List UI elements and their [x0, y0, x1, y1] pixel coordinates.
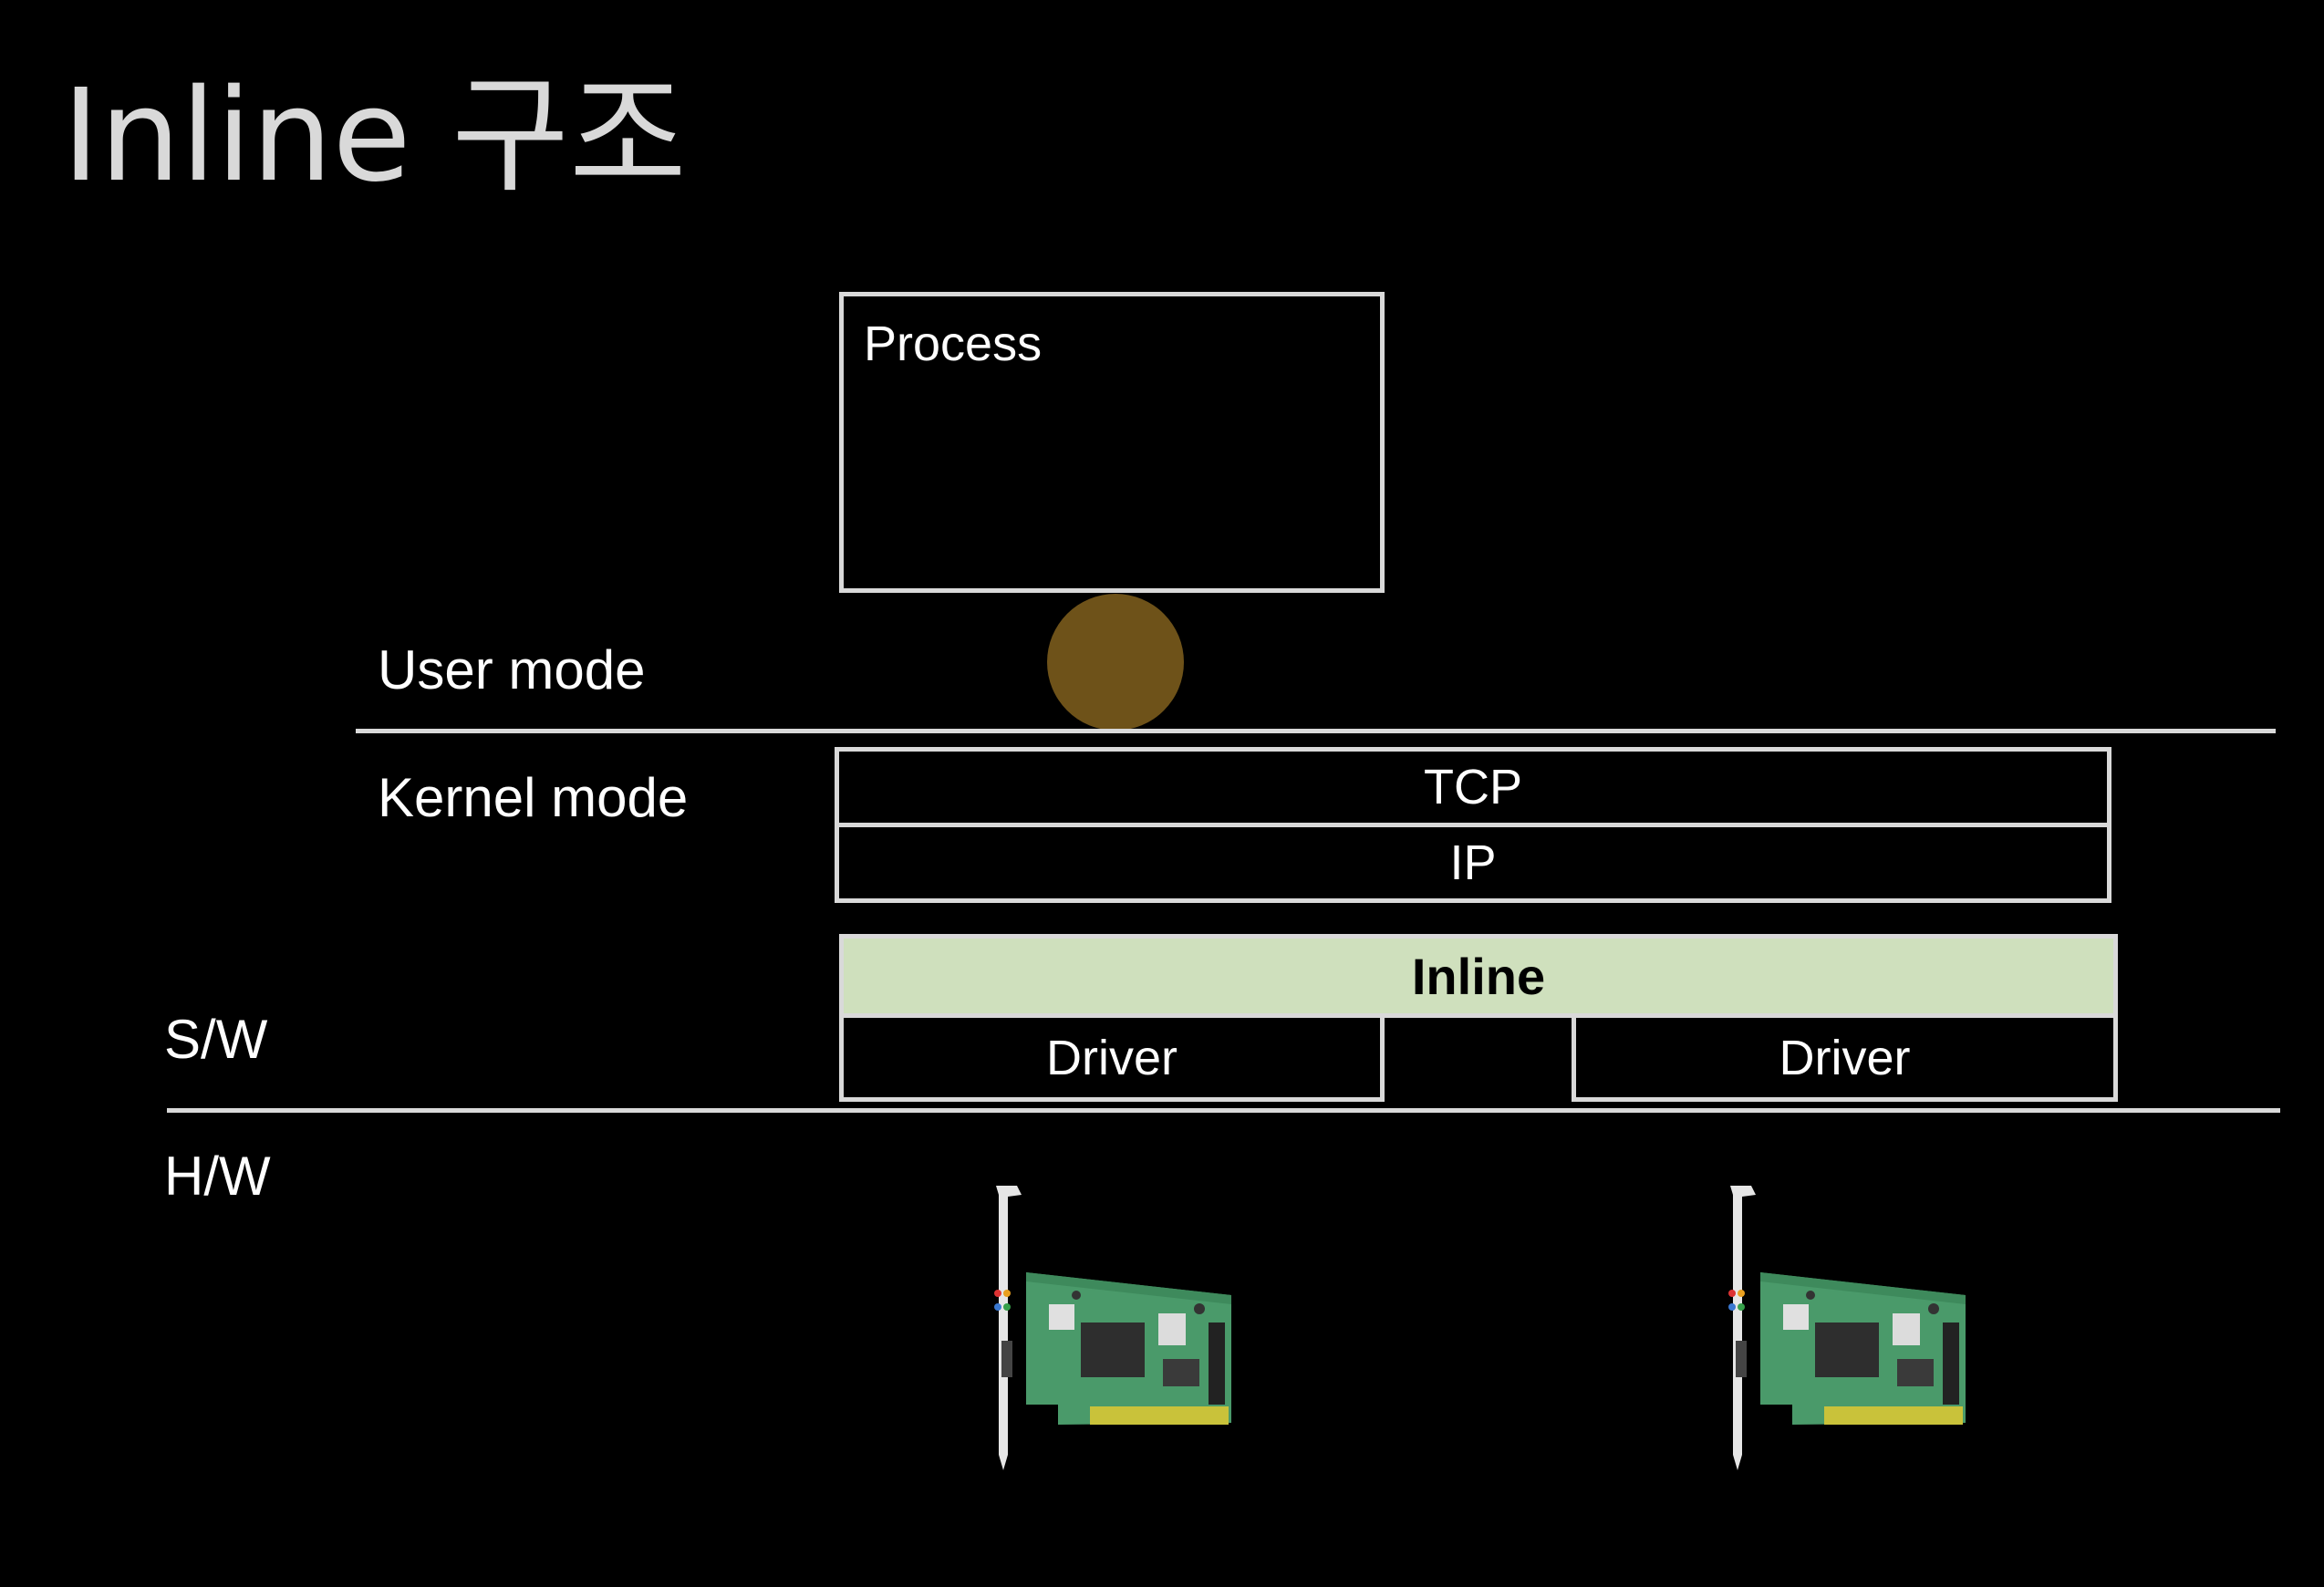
user-mode-label: User mode: [378, 639, 646, 700]
sw-hw-divider: [167, 1108, 2280, 1113]
ip-label: IP: [1449, 835, 1497, 890]
ip-box: IP: [835, 823, 2111, 903]
user-kernel-divider: [356, 729, 2276, 733]
tcp-label: TCP: [1424, 760, 1522, 814]
driver-left-label: Driver: [1046, 1030, 1178, 1085]
inline-box: Inline: [839, 934, 2118, 1018]
network-card-icon: [994, 1186, 1231, 1470]
process-label: Process: [864, 316, 1043, 371]
process-box: Process: [839, 292, 1385, 593]
kernel-mode-label: Kernel mode: [378, 767, 689, 828]
driver-right-label: Driver: [1779, 1030, 1911, 1085]
hw-label: H/W: [164, 1146, 271, 1207]
inline-label: Inline: [1411, 947, 1546, 1005]
tcp-box: TCP: [835, 747, 2111, 827]
driver-box-right: Driver: [1572, 1013, 2118, 1102]
driver-box-left: Driver: [839, 1013, 1385, 1102]
network-card-icon: [1728, 1186, 1966, 1470]
circle-marker-icon: [1047, 594, 1184, 731]
slide-title: Inline 구조: [62, 62, 687, 211]
sw-label: S/W: [164, 1009, 268, 1070]
